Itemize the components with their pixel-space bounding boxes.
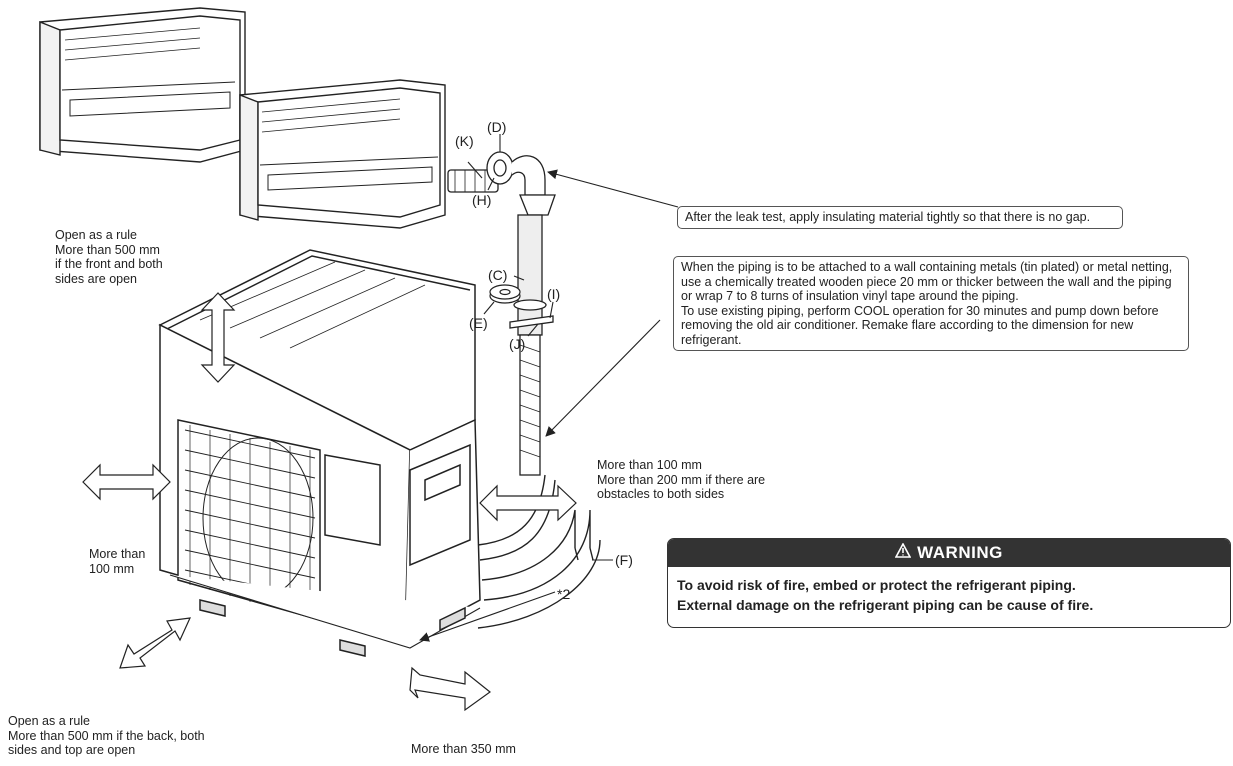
clearance-right-note: More than 100 mm More than 200 mm if the… — [597, 458, 766, 501]
warning-title: WARNING — [917, 543, 1003, 562]
clearance-left-note: More than 100 mm — [89, 547, 146, 576]
label-star2: *2 — [557, 586, 571, 602]
warning-triangle-icon — [894, 542, 912, 563]
outdoor-unit — [158, 249, 481, 657]
indoor-unit-left — [39, 7, 246, 163]
clearance-top-note: Open as a rule More than 500 mm if the f… — [55, 228, 163, 286]
tape-roll-e — [489, 284, 521, 304]
label-e: (E) — [469, 315, 488, 331]
vertical-pipe — [509, 214, 554, 476]
piping-callout: When the piping is to be attached to a w… — [673, 256, 1189, 351]
leader-lines — [419, 134, 679, 642]
warning-body: To avoid risk of fire, embed or protect … — [668, 567, 1230, 623]
double-arrow-icon — [82, 292, 577, 712]
label-f: (F) — [615, 552, 633, 568]
label-c: (C) — [488, 267, 508, 283]
label-d: (D) — [487, 119, 507, 135]
label-k: (K) — [455, 133, 474, 149]
warning-line-1: To avoid risk of fire, embed or protect … — [677, 577, 1076, 593]
clearance-back-note: Open as a rule More than 500 mm if the b… — [8, 714, 205, 757]
warning-header: WARNING — [668, 539, 1230, 567]
connection-piping-top — [447, 151, 556, 216]
clearance-front-note: More than 350 mm — [411, 742, 516, 756]
insulation-callout: After the leak test, apply insulating ma… — [677, 206, 1123, 229]
label-h: (H) — [472, 192, 492, 208]
warning-box: WARNING To avoid risk of fire, embed or … — [667, 538, 1231, 628]
label-j: (J) — [509, 336, 526, 352]
indoor-unit-right — [239, 79, 446, 229]
label-i: (I) — [547, 286, 561, 302]
warning-line-2: External damage on the refrigerant pipin… — [677, 597, 1094, 613]
